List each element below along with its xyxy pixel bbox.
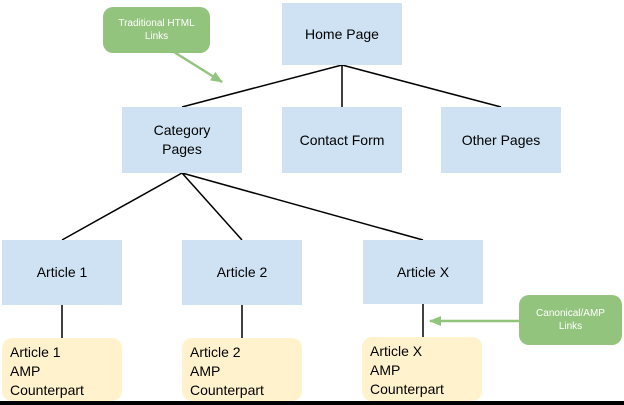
amp-line: AMP [370, 362, 401, 378]
amp-line: Counterpart [370, 381, 444, 397]
callout-canonical-amp-links-label: Canonical/AMP Links [536, 308, 605, 332]
node-article-x: Article X [363, 240, 483, 304]
node-category-pages: Category Pages [122, 107, 242, 173]
amp-line: Article 2 [190, 344, 241, 360]
bottom-border-bar [0, 401, 624, 405]
node-contact-form-label: Contact Form [299, 131, 385, 148]
connector-category-to-article1 [61, 172, 183, 241]
connector-home-to-other [341, 64, 502, 108]
node-article-1-label: Article 1 [36, 264, 88, 281]
node-home-page-label: Home Page [305, 25, 379, 42]
node-other-pages-label: Other Pages [461, 131, 541, 148]
connector-category-to-articlex [181, 172, 424, 241]
node-article-2: Article 2 [182, 240, 302, 305]
node-other-pages: Other Pages [441, 107, 561, 173]
node-article-x-amp-counterpart: Article X AMP Counterpart [362, 337, 482, 401]
callout-traditional-html-links-label: Traditional HTML Links [118, 18, 195, 42]
amp-line: AMP [190, 363, 221, 379]
node-contact-form: Contact Form [282, 107, 402, 173]
node-home-page: Home Page [282, 3, 402, 65]
connector-category-to-article2 [181, 172, 243, 241]
amp-line: Counterpart [10, 382, 84, 398]
node-article-1: Article 1 [2, 240, 122, 305]
amp-line: Counterpart [190, 382, 264, 398]
callout-canonical-amp-links: Canonical/AMP Links [519, 295, 622, 345]
callout-traditional-html-links: Traditional HTML Links [103, 7, 210, 53]
amp-line: Article 1 [10, 344, 61, 360]
node-article-x-label: Article X [396, 263, 450, 280]
amp-line: Article X [370, 343, 423, 359]
node-article-1-amp-counterpart: Article 1 AMP Counterpart [2, 338, 122, 401]
arrow-traditional-links [173, 50, 223, 84]
node-article-2-label: Article 2 [216, 264, 268, 281]
connector-home-to-category [181, 64, 343, 108]
amp-line: AMP [10, 363, 41, 379]
node-article-2-amp-counterpart: Article 2 AMP Counterpart [182, 338, 302, 401]
node-category-pages-label: Category Pages [153, 122, 211, 157]
